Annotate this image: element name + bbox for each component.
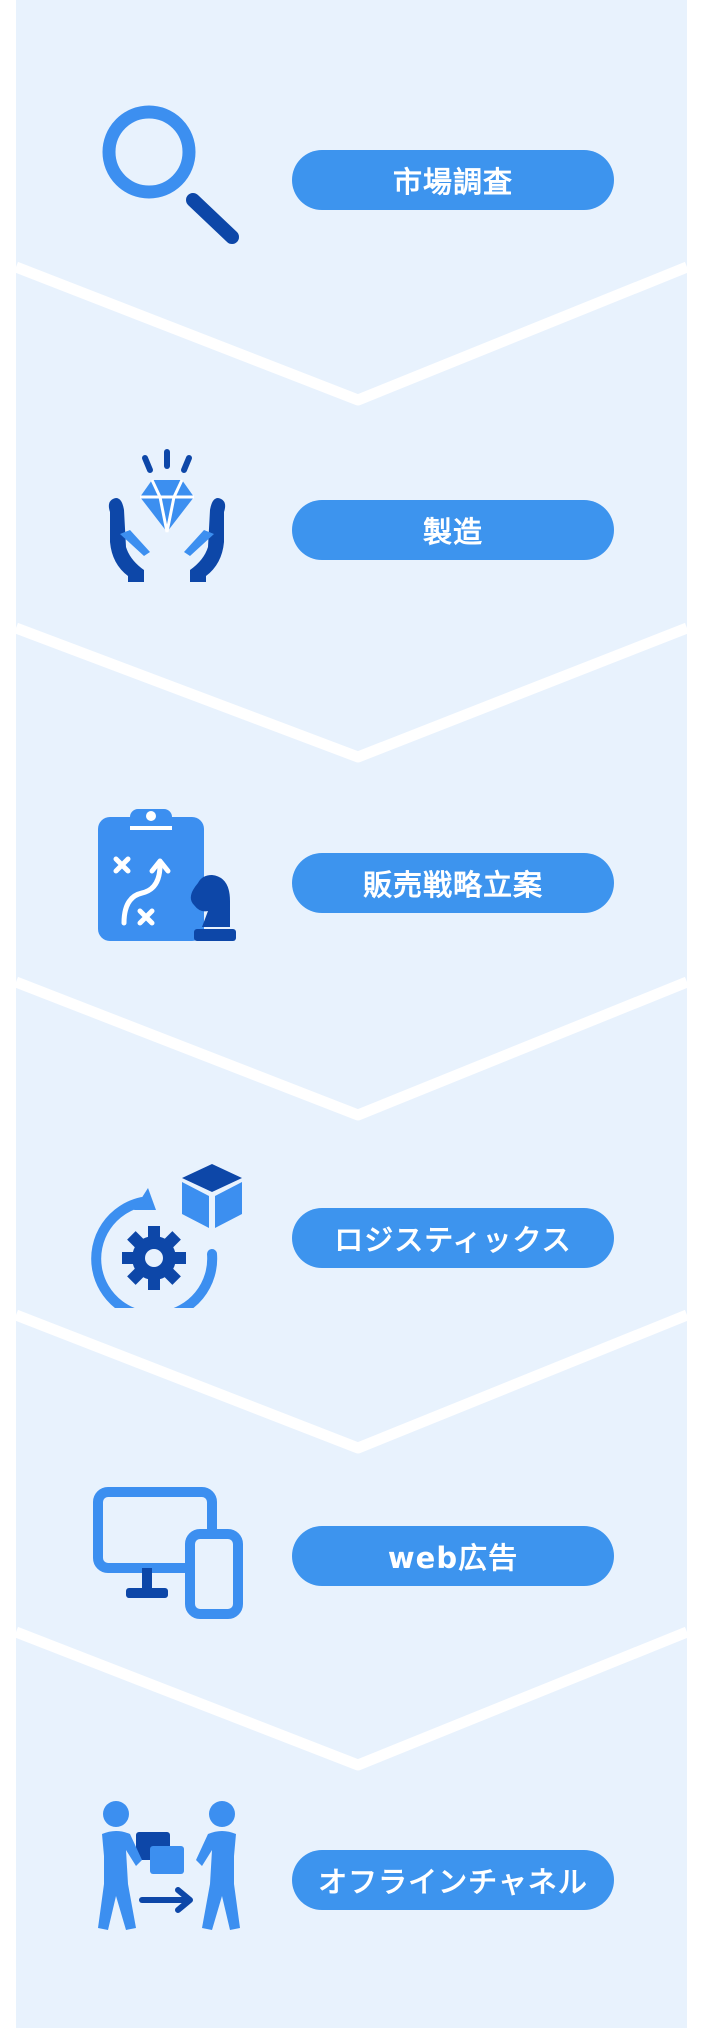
step-label: ロジスティックス bbox=[292, 1208, 614, 1268]
step-sales-strategy: 販売戦略立案 bbox=[0, 773, 703, 993]
monitor-devices-icon bbox=[93, 1487, 243, 1619]
step-offline-channel: オフラインチャネル bbox=[0, 1770, 703, 1990]
chevron-separator-5 bbox=[14, 1626, 690, 1771]
handover-people-icon bbox=[98, 1801, 240, 1930]
strategy-clipboard-icon bbox=[98, 809, 236, 941]
step-market-research: 市場調査 bbox=[0, 70, 703, 290]
step-logistics: ロジスティックス bbox=[0, 1128, 703, 1348]
step-label: オフラインチャネル bbox=[292, 1850, 614, 1910]
step-label: 販売戦略立案 bbox=[292, 853, 614, 913]
step-label: 製造 bbox=[292, 500, 614, 560]
chevron-separator-2 bbox=[14, 622, 690, 763]
step-web-ads: web広告 bbox=[0, 1446, 703, 1666]
chevron-separator-4 bbox=[14, 1309, 690, 1454]
flow-background bbox=[16, 0, 687, 2028]
chevron-separator-1 bbox=[14, 261, 690, 406]
step-label: 市場調査 bbox=[292, 150, 614, 210]
chevron-separator-3 bbox=[14, 976, 690, 1121]
logistics-gear-box-icon bbox=[91, 1164, 242, 1308]
step-label: web広告 bbox=[292, 1526, 614, 1586]
diamond-hands-icon bbox=[108, 449, 226, 582]
step-manufacturing: 製造 bbox=[0, 420, 703, 640]
magnifier-icon bbox=[102, 105, 239, 244]
